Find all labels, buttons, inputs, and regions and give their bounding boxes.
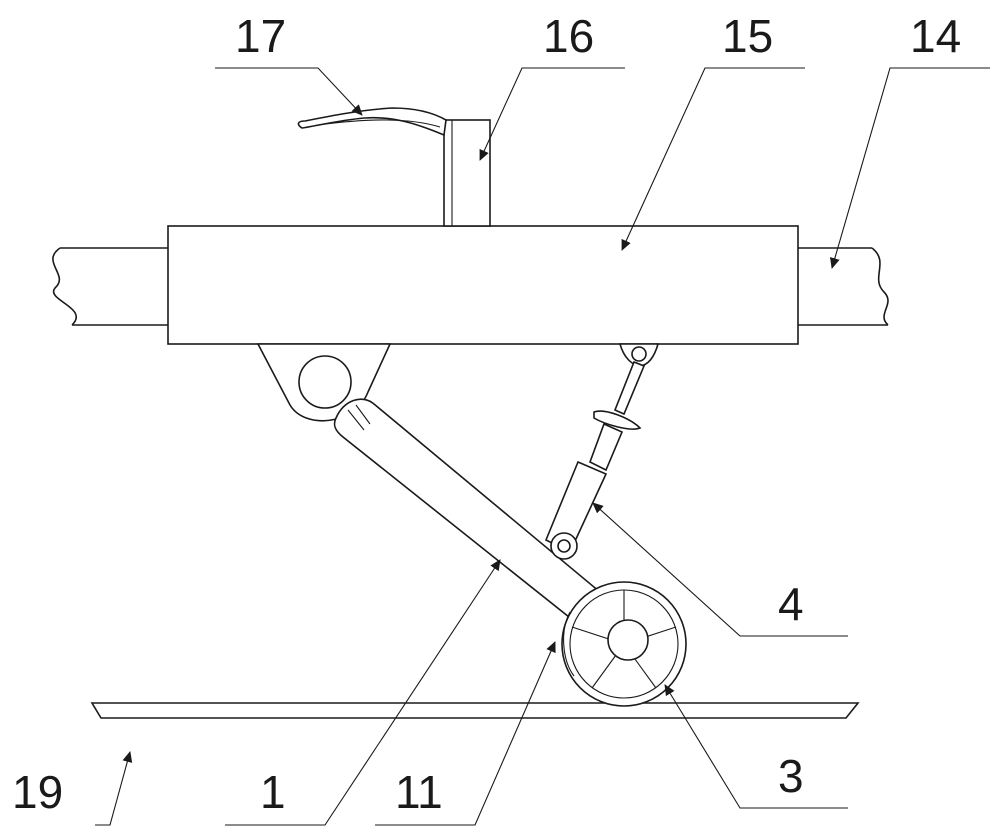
callout-17: 17 xyxy=(235,10,286,62)
adjustment-strut xyxy=(544,343,660,560)
callout-19: 19 xyxy=(12,766,63,818)
callout-11: 11 xyxy=(395,766,443,818)
callout-4: 4 xyxy=(778,578,804,630)
callout-15: 15 xyxy=(722,10,773,62)
vertical-post xyxy=(443,119,491,227)
wheel xyxy=(561,581,687,707)
callout-16: 16 xyxy=(543,10,594,62)
ground-plate xyxy=(90,702,860,719)
leader-lines xyxy=(95,67,990,826)
horizontal-rod xyxy=(52,247,889,326)
handle-lever xyxy=(297,107,447,137)
callout-14: 14 xyxy=(910,10,961,62)
callout-1: 1 xyxy=(260,766,286,818)
callout-3: 3 xyxy=(778,750,804,802)
sleeve-housing xyxy=(167,225,799,345)
